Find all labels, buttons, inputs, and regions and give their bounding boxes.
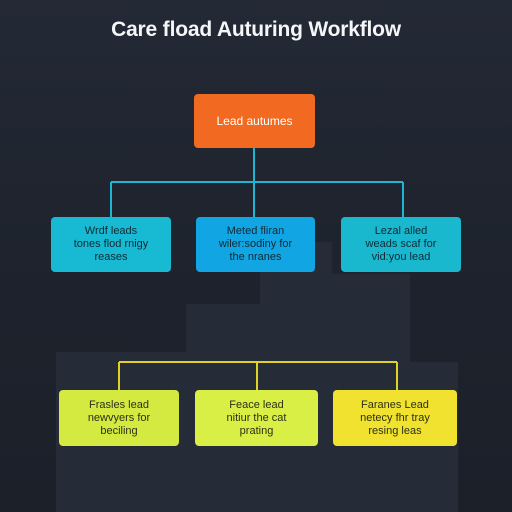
tier3-node-right: Faranes Lead netecy fhr tray resing leas [333,390,457,446]
tier2-node-right: Lezal alled weads scaf for vid:you lead [341,217,461,272]
tier2-node-left: Wrdf leads tones ﬂod rnigy reases [51,217,171,272]
diagram-title: Care ﬂoad Auturing Workflow [111,18,401,41]
tier2-node-center: Meted ﬂiran wiler:sodiny for the nranes [196,217,315,272]
tier3-node-center: Feace lead nitiur the cat prating [195,390,318,446]
root-node: Lead autumes [194,94,315,148]
tier3-node-left: Frasles lead newvyers for beciling [59,390,179,446]
